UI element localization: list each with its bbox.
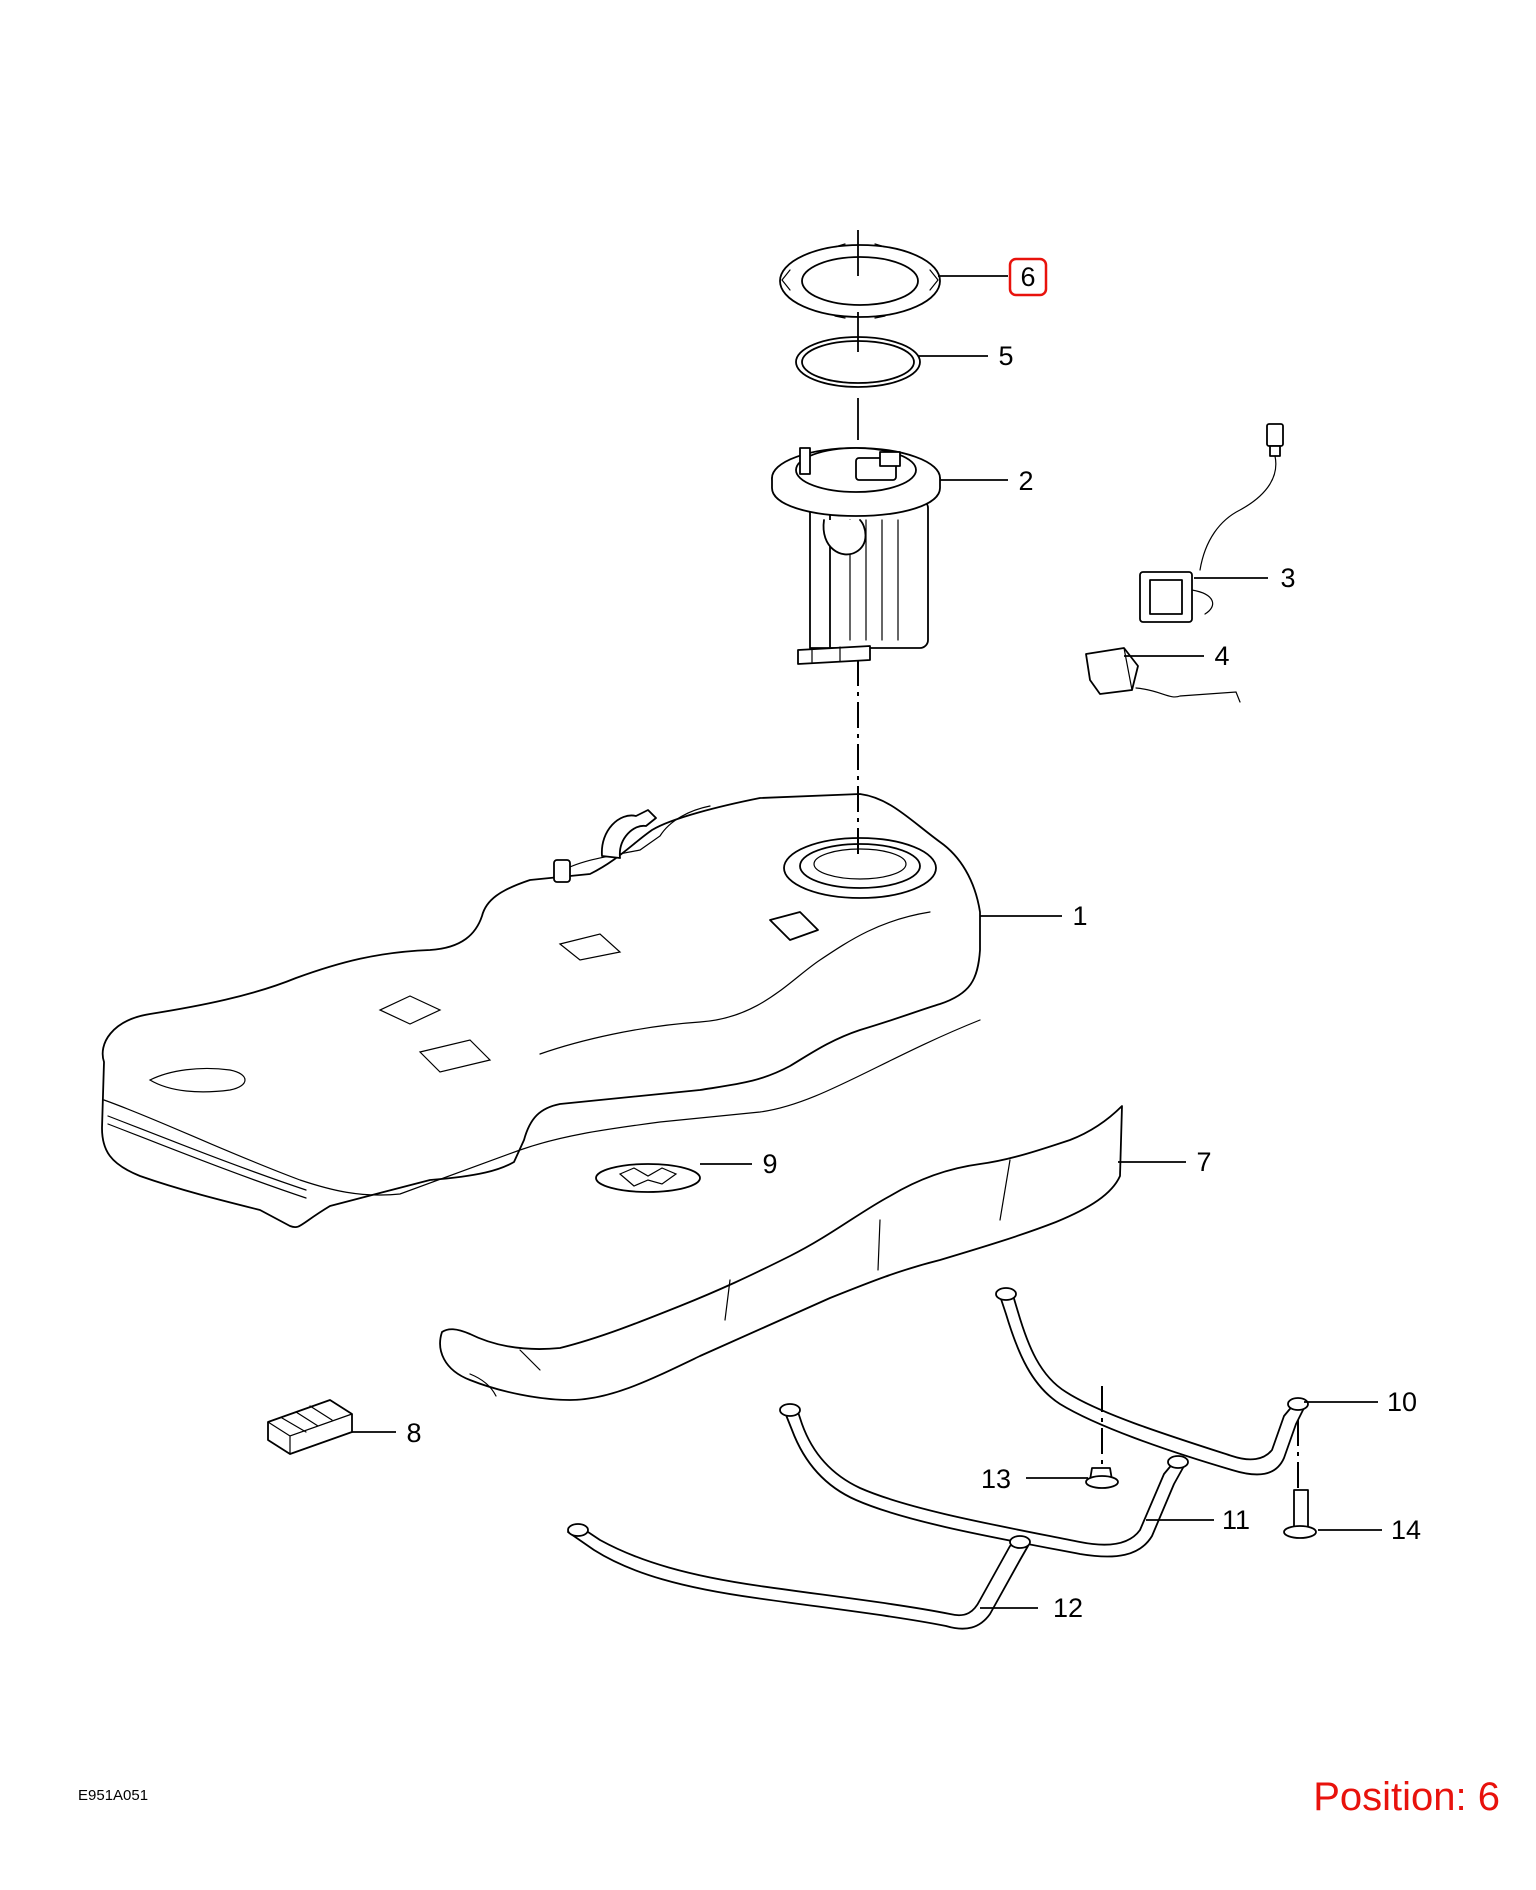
callout-13[interactable]: 13: [981, 1464, 1011, 1494]
callout-12[interactable]: 12: [1053, 1593, 1083, 1623]
part-11-strap[interactable]: [779, 1403, 1189, 1558]
part-6-lock-ring[interactable]: [779, 243, 941, 319]
part-4-float-arm[interactable]: [1085, 647, 1241, 703]
part-8-clip[interactable]: [267, 1399, 353, 1455]
callout-1[interactable]: 1: [1072, 901, 1087, 931]
position-label: Position: 6: [1313, 1775, 1500, 1819]
part-3-sender-unit[interactable]: [1139, 423, 1284, 623]
drawing-id: E951A051: [78, 1787, 148, 1804]
part-5-seal[interactable]: [795, 336, 921, 388]
center-lines: [857, 230, 1299, 1488]
callout-3[interactable]: 3: [1280, 563, 1295, 593]
part-7-heat-shield[interactable]: [439, 1105, 1123, 1401]
callout-14[interactable]: 14: [1391, 1515, 1421, 1545]
callout-2[interactable]: 2: [1018, 466, 1033, 496]
leader-lines: [352, 275, 1382, 1609]
part-12-strap[interactable]: [567, 1523, 1031, 1630]
callout-10[interactable]: 10: [1387, 1387, 1417, 1417]
callout-11[interactable]: 11: [1222, 1505, 1250, 1535]
callout-6[interactable]: 6: [1020, 262, 1035, 292]
callout-highlight-box: [1008, 257, 1048, 297]
part-13-nut[interactable]: [1085, 1467, 1119, 1489]
part-10-strap[interactable]: [995, 1287, 1309, 1476]
callouts: 6 5 2 3 4 1 9 7 8 10 13 11 14 12: [406, 257, 1421, 1623]
callout-4[interactable]: 4: [1214, 641, 1229, 671]
callout-8[interactable]: 8: [406, 1418, 421, 1448]
part-2-fuel-pump-module[interactable]: [771, 447, 941, 665]
part-1-fuel-tank[interactable]: [101, 793, 981, 1228]
callout-7[interactable]: 7: [1196, 1147, 1211, 1177]
part-14-bolt[interactable]: [1283, 1489, 1317, 1539]
callout-5[interactable]: 5: [998, 341, 1013, 371]
callout-9[interactable]: 9: [762, 1149, 777, 1179]
part-9-pad[interactable]: [595, 1163, 701, 1193]
